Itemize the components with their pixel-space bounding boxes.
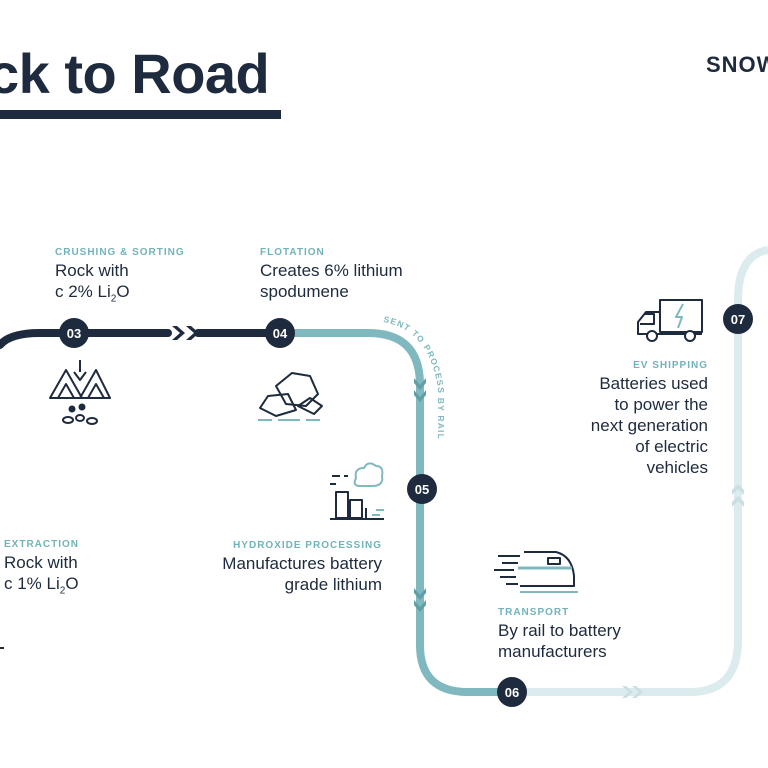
chevron-up-icon — [732, 496, 744, 507]
node-number: 05 — [415, 482, 429, 497]
node-06: 06 — [497, 677, 527, 707]
stage-description: manufacturers — [498, 642, 607, 661]
chevron-arrow-icon — [622, 686, 633, 698]
stage-category: TRANSPORT — [498, 607, 570, 618]
stage-description: of electric — [635, 437, 708, 456]
title-underline — [0, 110, 281, 119]
stage-flotation: FLOTATION Creates 6% lithium spodumene — [260, 246, 403, 302]
stage-description: Rock with — [4, 553, 78, 572]
node-03: 03 — [59, 318, 89, 348]
train-icon — [494, 551, 578, 593]
node-number: 04 — [273, 326, 288, 341]
stage-category: EXTRACTION — [4, 539, 79, 550]
stage-description: By rail to battery — [498, 621, 621, 640]
chevron-arrow-icon — [632, 686, 643, 698]
node-number: 07 — [731, 312, 745, 327]
brand-logo-text: SNOW — [706, 52, 768, 77]
node-07: 07 — [723, 304, 753, 334]
stage-description: spodumene — [260, 282, 349, 301]
stage-category: CRUSHING & SORTING — [55, 247, 185, 258]
track-segment-navy — [0, 329, 172, 349]
ev-truck-icon — [637, 299, 703, 342]
stage-ev-shipping: EV SHIPPING Batteries used to power the … — [591, 359, 708, 478]
page-title: ck to Road — [0, 42, 270, 105]
node-number: 03 — [67, 326, 81, 341]
stage-description: c 2% Li2O — [55, 282, 130, 305]
stage-description: grade lithium — [284, 575, 382, 594]
stage-extraction: EXTRACTION Rock with c 1% Li2O — [4, 538, 79, 597]
chevron-down-icon — [414, 588, 426, 600]
stage-description: Creates 6% lithium — [260, 261, 403, 280]
stage-hydroxide-processing: HYDROXIDE PROCESSING Manufactures batter… — [222, 539, 382, 595]
stage-description: Rock with — [55, 261, 129, 280]
track-segment-pale — [512, 246, 768, 696]
node-05: 05 — [407, 474, 437, 504]
rock-icon — [258, 372, 323, 421]
stage-description: vehicles — [646, 458, 708, 477]
stage-crushing-sorting: CRUSHING & SORTING Rock with c 2% Li2O — [55, 246, 185, 305]
stage-description: Manufactures battery — [222, 554, 382, 573]
stage-category: EV SHIPPING — [633, 360, 708, 371]
track-segment-teal — [278, 329, 512, 696]
crusher-icon — [49, 360, 111, 425]
chevron-down-icon — [414, 390, 426, 402]
stage-description: next generation — [590, 416, 708, 435]
stage-transport: TRANSPORT By rail to battery manufacture… — [498, 606, 621, 662]
chevron-arrow-icon — [186, 326, 199, 340]
stage-category: HYDROXIDE PROCESSING — [233, 540, 382, 551]
stage-description: c 1% Li2O — [4, 574, 79, 597]
chevron-up-icon — [732, 484, 744, 495]
node-04: 04 — [265, 318, 295, 348]
stage-description: Batteries used — [599, 374, 708, 393]
chevron-arrow-icon — [172, 326, 185, 340]
node-number: 06 — [505, 685, 519, 700]
chevron-down-icon — [414, 378, 426, 390]
chevron-down-icon — [414, 600, 426, 612]
stage-category: FLOTATION — [260, 247, 325, 258]
factory-icon — [330, 462, 384, 520]
stage-description: to power the — [614, 395, 708, 414]
